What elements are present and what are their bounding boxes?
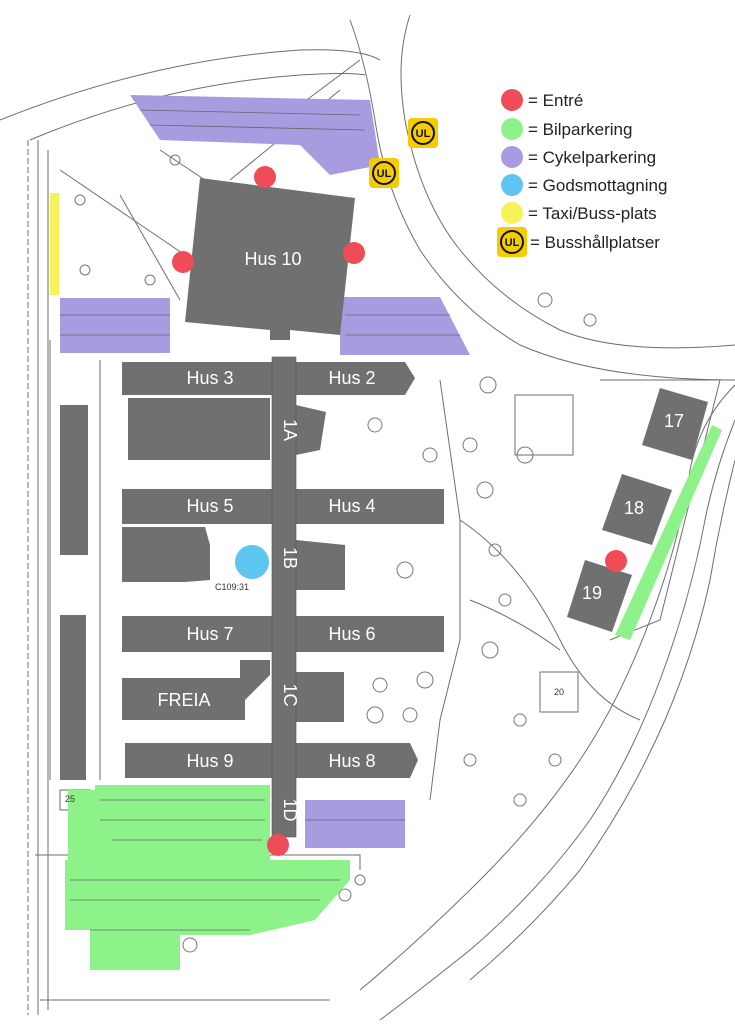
bike-parking-top: [130, 95, 380, 175]
bus-stop-map-1-text: UL: [416, 128, 431, 140]
goods-reception-marker: [235, 545, 269, 579]
bike-parking-left: [60, 298, 170, 353]
entrance-marker: [343, 242, 365, 264]
car-parking-south: [65, 785, 350, 970]
label-hus4: Hus 4: [328, 496, 375, 516]
bus-stop-map-2-text: UL: [377, 168, 392, 180]
legend-item-bike: = Cykelparkering: [501, 146, 656, 168]
legend-label-busstop: = Busshållplatser: [530, 233, 660, 252]
building-18: [602, 474, 672, 545]
label-corridor-1c: 1C: [280, 683, 300, 706]
stall-lines: [60, 109, 460, 931]
bus-stop-map-2: UL: [369, 158, 399, 188]
building-hus5: [122, 489, 272, 524]
entrances: [172, 166, 627, 856]
entrance-marker: [605, 550, 627, 572]
label-freia: FREIA: [157, 690, 210, 710]
entrance-marker: [172, 251, 194, 273]
bus-stop-map-1: UL: [408, 118, 438, 148]
room-label: C109:31: [215, 582, 249, 592]
car-parking-zones: [65, 425, 722, 970]
label-hus8: Hus 8: [328, 751, 375, 771]
building-17: [642, 388, 708, 460]
building-hus2: [296, 362, 415, 395]
entrance-marker: [267, 834, 289, 856]
building-freia: [122, 660, 270, 720]
legend-item-goods: = Godsmottagning: [501, 174, 667, 196]
label-hus3: Hus 3: [186, 368, 233, 388]
bike-parking-right: [340, 297, 470, 355]
legend-label-taxi: = Taxi/Buss-plats: [528, 204, 657, 223]
legend-label-entrance: = Entré: [528, 91, 583, 110]
building-hus6: [296, 616, 444, 652]
label-corridor-1d: 1D: [280, 798, 300, 821]
legend-item-entrance: = Entré: [501, 89, 583, 111]
legend-busstop-icon-text: UL: [505, 237, 520, 249]
label-building-17: 17: [664, 411, 684, 431]
building-block-east-2: [296, 540, 345, 590]
label-hus2: Hus 2: [328, 368, 375, 388]
legend: = Entré = Bilparkering = Cykelparkering …: [497, 89, 667, 257]
legend-label-goods: = Godsmottagning: [528, 176, 667, 195]
legend-item-taxi: = Taxi/Buss-plats: [501, 202, 657, 224]
trees: [74, 154, 597, 953]
label-corridor-1b: 1B: [280, 547, 300, 569]
taxi-bus-zone: [50, 193, 59, 295]
label-hus9: Hus 9: [186, 751, 233, 771]
building-hus10: [185, 178, 355, 340]
building-block-east-3: [296, 672, 344, 722]
label-hus10: Hus 10: [244, 249, 301, 269]
legend-label-bike: = Cykelparkering: [528, 148, 656, 167]
buildings: Hus 10 Hus 3 Hus 2 Hus 5 Hus 4 Hus 7 Hus…: [65, 178, 708, 838]
label-building-18: 18: [624, 498, 644, 518]
building-hus7: [122, 616, 272, 652]
building-hus8: [296, 743, 418, 778]
label-corridor-1a: 1A: [280, 419, 300, 441]
label-building-19: 19: [582, 583, 602, 603]
bike-parking-south-right: [305, 800, 405, 848]
road-lines: [0, 14, 735, 1021]
building-block-east-1: [296, 405, 326, 455]
car-parking-west-strip: [68, 790, 96, 860]
building-hus4: [296, 489, 444, 524]
entrance-marker: [254, 166, 276, 188]
legend-item-parking: = Bilparkering: [501, 118, 632, 140]
label-building-20: 20: [554, 687, 564, 697]
car-parking-east-strip: [615, 425, 722, 640]
label-hus5: Hus 5: [186, 496, 233, 516]
building-hus3: [122, 362, 272, 395]
building-hus9: [125, 743, 272, 778]
legend-label-parking: = Bilparkering: [528, 120, 632, 139]
building-block-west-1: [128, 398, 270, 460]
building-19: [567, 560, 632, 632]
label-hus6: Hus 6: [328, 624, 375, 644]
building-block-west-2: [122, 527, 210, 582]
label-building-25: 25: [65, 794, 75, 804]
legend-item-busstop: UL = Busshållplatser: [497, 227, 660, 257]
label-hus7: Hus 7: [186, 624, 233, 644]
